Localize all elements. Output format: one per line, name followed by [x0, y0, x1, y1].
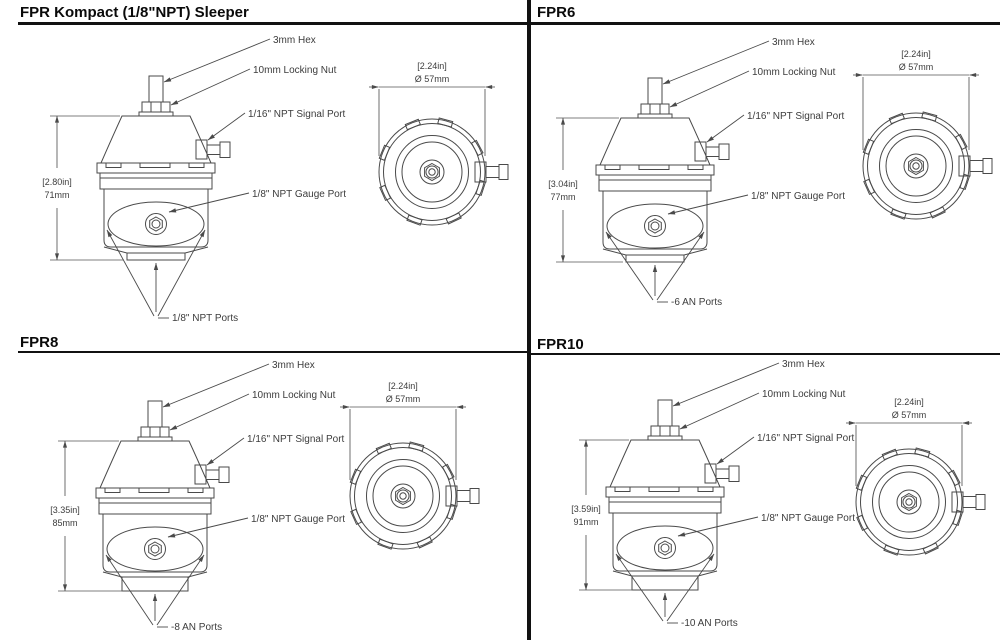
leader-line [666, 553, 715, 622]
callout-bottom-ports-label: -6 AN Ports [671, 297, 722, 308]
title-underline-mid-right [531, 352, 1000, 355]
quadrant-title-kompact: FPR Kompact (1/8"NPT) Sleeper [20, 4, 249, 21]
leader-line [162, 363, 270, 408]
callout-locking-nut-label: 10mm Locking Nut [252, 390, 336, 401]
leader-line [157, 229, 206, 317]
quadrant-title-fpr6: FPR6 [537, 4, 576, 21]
leader-line [669, 70, 750, 108]
regulator-side-view [595, 77, 730, 250]
callout-signal-port-label: 1/16" NPT Signal Port [757, 433, 855, 444]
height-dim-mm: 77mm [550, 192, 575, 202]
callout-locking-nut-label: 10mm Locking Nut [752, 67, 836, 78]
diameter-dim-mm: Ø 57mm [899, 62, 934, 72]
regulator-top-view [378, 117, 509, 226]
leader-line [163, 38, 271, 83]
diameter-dim-inches: [2.24in] [417, 61, 447, 71]
leader-line [168, 192, 250, 213]
callout-signal-port-label: 1/16" NPT Signal Port [747, 111, 845, 122]
vertical-section-divider [526, 0, 531, 640]
leader-line [207, 112, 246, 141]
leader-line [156, 554, 205, 626]
leader-line [105, 554, 154, 626]
callout-hex-label: 3mm Hex [273, 35, 316, 46]
diameter-dim-mm: Ø 57mm [415, 74, 450, 84]
callout-hex-label: 3mm Hex [272, 360, 315, 371]
regulator-side-view [605, 399, 740, 572]
callout-signal-port-label: 1/16" NPT Signal Port [248, 109, 346, 120]
callout-gauge-port-label: 1/8" NPT Gauge Port [251, 514, 345, 525]
regulator-side-view [95, 400, 230, 573]
title-underline-top-right [531, 22, 1000, 25]
leader-line [169, 393, 250, 431]
height-dim-mm: 71mm [44, 190, 69, 200]
leader-line [170, 68, 251, 106]
title-underline-top-left [18, 22, 531, 25]
callout-bottom-ports-label: 1/8" NPT Ports [172, 313, 238, 324]
height-dim-inches: [2.80in] [42, 177, 72, 187]
leader-line [679, 392, 760, 430]
leader-line [106, 229, 155, 317]
quadrant-fpr6: 3mm Hex 10mm Locking Nut 1/16" NPT Signal … [548, 37, 993, 308]
callout-gauge-port-label: 1/8" NPT Gauge Port [761, 513, 855, 524]
regulator-foot [612, 570, 718, 591]
leader-line [662, 40, 770, 85]
leader-line [605, 231, 654, 301]
diameter-dim-inches: [2.24in] [901, 49, 931, 59]
height-dim-mm: 85mm [52, 518, 77, 528]
quadrant-fpr10: 3mm Hex 10mm Locking Nut 1/16" NPT Signal … [571, 359, 986, 629]
callout-locking-nut-label: 10mm Locking Nut [253, 65, 337, 76]
leader-line [656, 231, 705, 301]
quadrant-title-fpr10: FPR10 [537, 336, 584, 353]
callout-hex-label: 3mm Hex [772, 37, 815, 48]
leader-line [206, 437, 245, 466]
diameter-dim-inches: [2.24in] [388, 381, 418, 391]
callout-hex-label: 3mm Hex [782, 359, 825, 370]
diameter-dim-inches: [2.24in] [894, 397, 924, 407]
callout-bottom-ports-label: -8 AN Ports [171, 622, 222, 633]
quadrant-fpr8: 3mm Hex 10mm Locking Nut 1/16" NPT Signal … [50, 360, 480, 633]
callout-gauge-port-label: 1/8" NPT Gauge Port [751, 191, 845, 202]
quadrant-title-fpr8: FPR8 [20, 334, 59, 351]
height-dim-inches: [3.35in] [50, 505, 80, 515]
leader-line [706, 114, 745, 143]
leader-line [167, 517, 249, 538]
callout-locking-nut-label: 10mm Locking Nut [762, 389, 846, 400]
callout-signal-port-label: 1/16" NPT Signal Port [247, 434, 345, 445]
leader-line [667, 194, 749, 215]
leader-line [677, 516, 759, 537]
height-dim-mm: 91mm [573, 517, 598, 527]
diameter-dim-mm: Ø 57mm [386, 394, 421, 404]
height-dim-inches: [3.59in] [571, 504, 601, 514]
regulator-top-view [855, 447, 986, 556]
title-underline-mid-left [18, 350, 531, 353]
leader-line [615, 553, 664, 622]
leader-line [716, 436, 755, 465]
quadrant-kompact-sleeper: 3mm Hex 10mm Locking Nut 1/16" NPT Signal … [42, 35, 509, 324]
regulator-side-view [96, 75, 231, 248]
height-dim-inches: [3.04in] [548, 179, 578, 189]
leader-line [672, 362, 780, 407]
regulator-top-view [862, 111, 993, 220]
regulator-foot [102, 571, 208, 592]
callout-gauge-port-label: 1/8" NPT Gauge Port [252, 189, 346, 200]
diameter-dim-mm: Ø 57mm [892, 410, 927, 420]
callout-bottom-ports-label: -10 AN Ports [681, 618, 738, 629]
regulator-top-view [349, 441, 480, 550]
